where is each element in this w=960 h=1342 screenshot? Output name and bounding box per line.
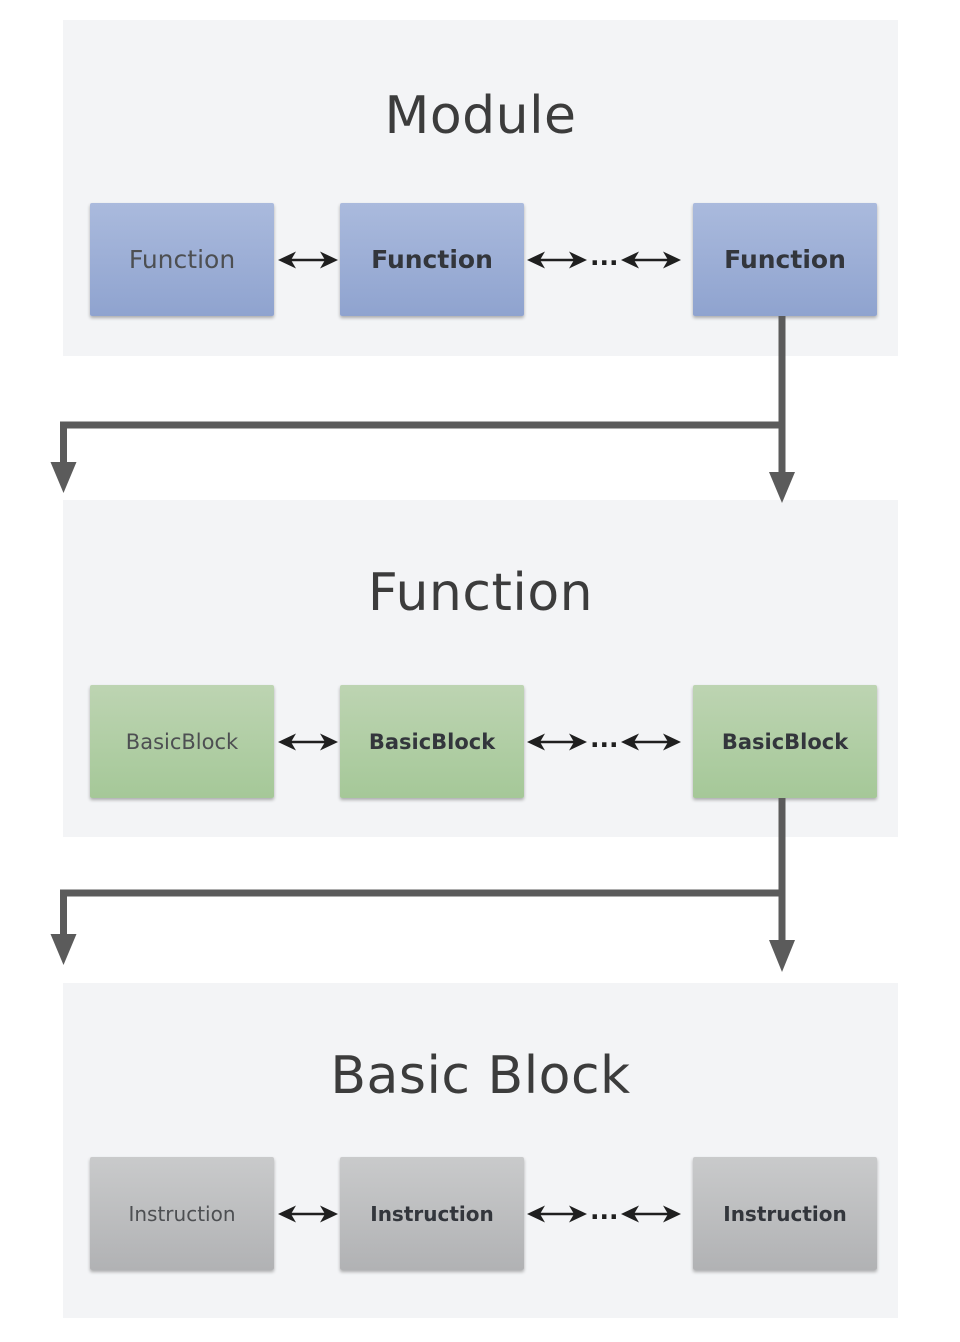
node-label: Function — [371, 245, 493, 274]
section-title-function: Function — [367, 563, 594, 623]
node-label: BasicBlock — [721, 729, 849, 754]
ellipsis-label: ... — [590, 1196, 619, 1225]
node-basicblock-3: BasicBlock — [693, 685, 877, 798]
connector-module-to-function — [50, 316, 795, 503]
down-arrow-icon — [50, 462, 77, 493]
node-function-1: Function — [90, 203, 274, 316]
double-arrow-icon — [278, 251, 338, 268]
down-arrow-icon — [769, 940, 795, 972]
down-arrow-icon — [769, 472, 795, 503]
node-label: Function — [128, 245, 236, 274]
node-instruction-2: Instruction — [340, 1157, 524, 1270]
node-basicblock-2: BasicBlock — [340, 685, 524, 798]
node-label: Instruction — [723, 1201, 847, 1226]
node-label: BasicBlock — [125, 729, 239, 754]
section-basic-block: Basic Block Instruction Instruction ... … — [63, 983, 898, 1318]
node-instruction-3: Instruction — [693, 1157, 877, 1270]
double-arrow-icon — [527, 733, 587, 750]
connector-function-to-basic-block — [50, 798, 795, 972]
double-arrow-icon — [278, 733, 338, 750]
section-function: Function BasicBlock BasicBlock ... Basic… — [63, 500, 898, 837]
node-label: Instruction — [370, 1201, 494, 1226]
double-arrow-icon — [527, 251, 587, 268]
double-arrow-icon — [278, 1205, 338, 1222]
node-label: Instruction — [128, 1201, 236, 1226]
double-arrow-icon — [527, 1205, 587, 1222]
section-module: Module Function Function ... Function — [63, 20, 898, 356]
node-label: BasicBlock — [368, 729, 496, 754]
node-label: Function — [724, 245, 846, 274]
node-function-3: Function — [693, 203, 877, 316]
node-basicblock-1: BasicBlock — [90, 685, 274, 798]
ellipsis-label: ... — [590, 242, 619, 271]
double-arrow-icon — [621, 1205, 681, 1222]
section-title-basic-block: Basic Block — [330, 1046, 631, 1106]
section-title-module: Module — [384, 86, 577, 146]
down-arrow-icon — [50, 934, 77, 965]
node-instruction-1: Instruction — [90, 1157, 274, 1270]
double-arrow-icon — [621, 251, 681, 268]
ellipsis-label: ... — [590, 724, 619, 753]
node-function-2: Function — [340, 203, 524, 316]
double-arrow-icon — [621, 733, 681, 750]
